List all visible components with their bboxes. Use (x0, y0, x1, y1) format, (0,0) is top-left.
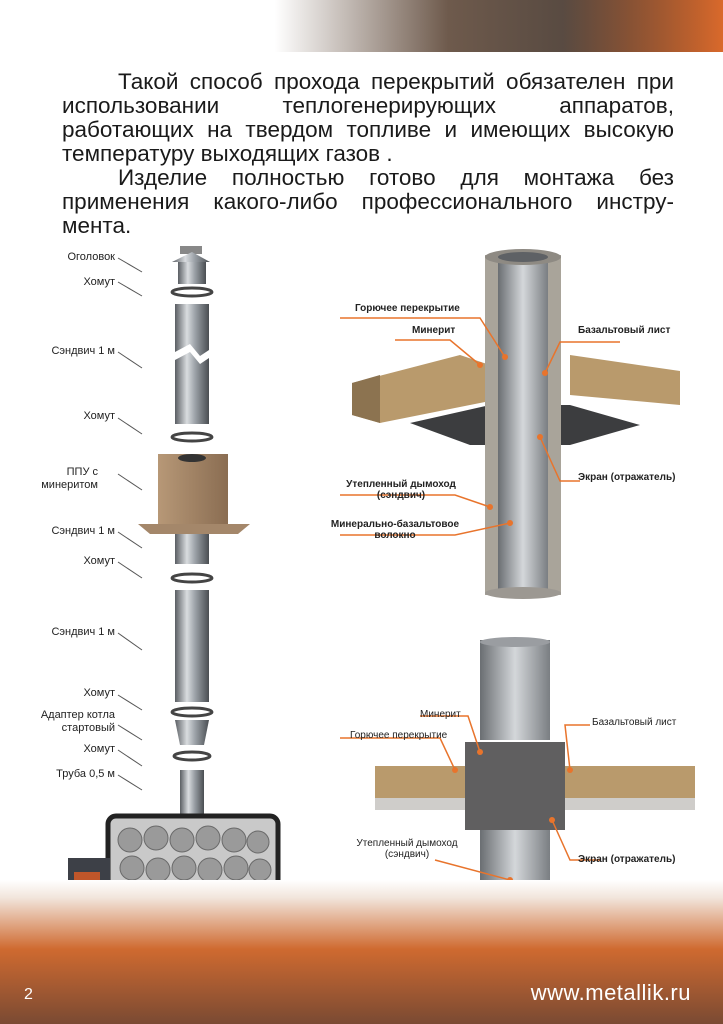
footer-band (0, 880, 723, 1024)
label-khomut-3: Хомут (83, 555, 115, 567)
top-label-screen: Экран (отражатель) (578, 472, 676, 483)
top-label-minerit: Минерит (412, 325, 456, 336)
label-adapter: Адаптер котла стартовый (40, 709, 115, 734)
label-sandwich-3: Сэндвич 1 м (51, 626, 115, 638)
website-link[interactable]: www.metallik.ru (530, 980, 691, 1005)
top-label-basalt: Базальтовый лист (578, 325, 671, 336)
bottom-label-chimney: Утепленный дымоход (сэндвич) (356, 838, 458, 860)
page-number: 2 (24, 986, 33, 1003)
cross-section-top (340, 249, 680, 599)
label-khomut-5: Хомут (83, 743, 115, 755)
bottom-label-ceiling: Горючее перекрытие (350, 730, 448, 741)
bottom-label-screen: Экран (отражатель) (578, 854, 676, 865)
label-khomut-4: Хомут (83, 687, 115, 699)
label-khomut-2: Хомут (83, 410, 115, 422)
bottom-label-basalt: Базальтовый лист (592, 717, 677, 728)
intro-paragraph-1: Такой способ прохода перекрытий обязател… (62, 69, 674, 166)
chimney-assembly-illustration (68, 246, 288, 970)
bottom-label-minerit: Минерит (420, 709, 461, 720)
label-ogolovok: Оголовок (67, 251, 115, 263)
intro-text: Такой способ прохода перекрытий обязател… (62, 70, 674, 238)
label-sandwich-1: Сэндвич 1 м (51, 345, 115, 357)
header-band (0, 0, 723, 52)
label-truba: Труба 0,5 м (56, 768, 115, 780)
label-khomut-1: Хомут (83, 276, 115, 288)
label-ppu: ППУ с минеритом (41, 466, 98, 491)
label-sandwich-2: Сэндвич 1 м (51, 525, 115, 537)
top-label-ceiling: Горючее перекрытие (355, 303, 460, 314)
cross-section-bottom (340, 637, 695, 905)
top-label-fiber: Минерально-базальтовое волокно (330, 519, 460, 541)
top-label-chimney: Утепленный дымоход (сэндвич) (346, 479, 456, 501)
intro-paragraph-2: Изделие полностью готово для монтажа без… (62, 165, 674, 238)
